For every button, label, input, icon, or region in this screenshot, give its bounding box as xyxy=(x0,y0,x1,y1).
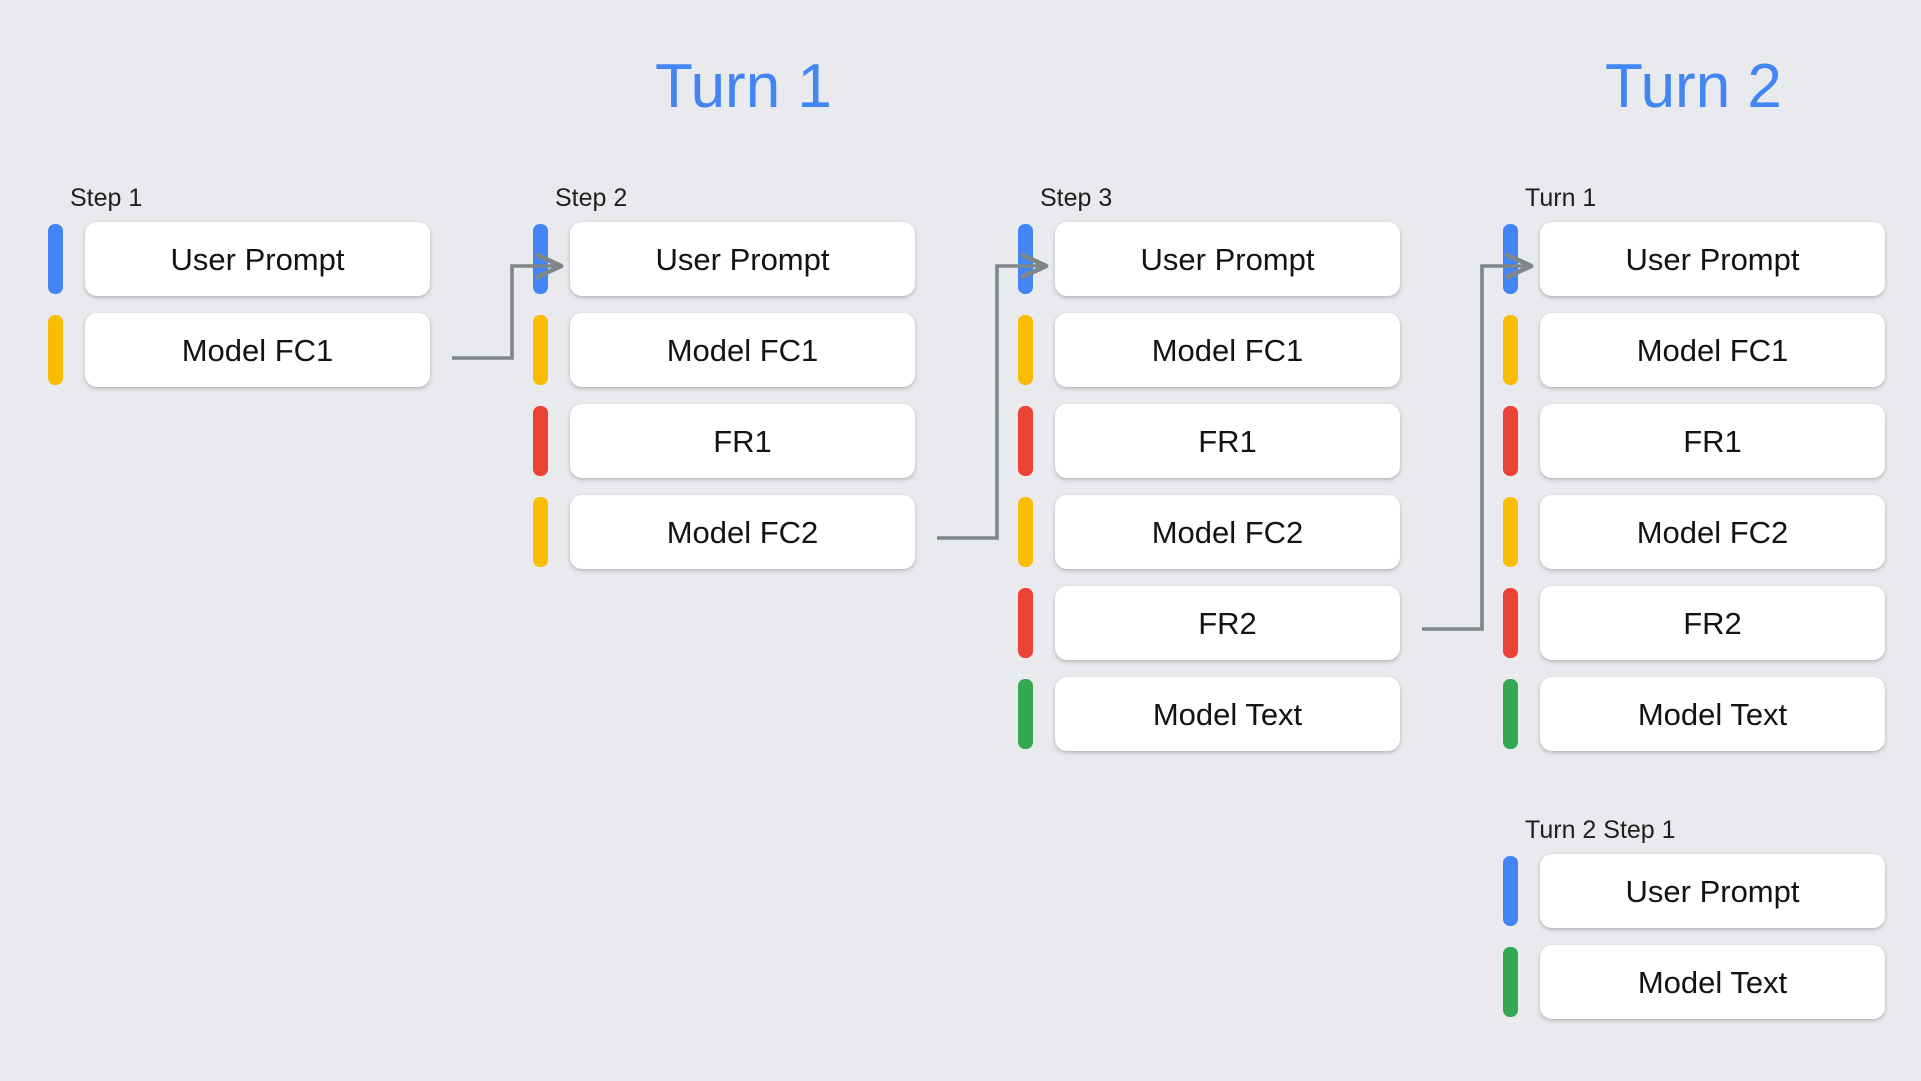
card-fr1[interactable]: FR1 xyxy=(1540,404,1885,478)
card-label: Model FC2 xyxy=(666,514,819,550)
card-label: User Prompt xyxy=(655,241,830,277)
card-label: Model FC2 xyxy=(1151,514,1304,550)
card-user-prompt[interactable]: User Prompt xyxy=(1540,854,1885,928)
card-label: User Prompt xyxy=(1625,873,1800,909)
role-bar-yellow-icon xyxy=(533,315,548,385)
role-bar-green-icon xyxy=(1503,679,1518,749)
role-bar-yellow-icon xyxy=(1503,315,1518,385)
role-bar-red-icon xyxy=(533,406,548,476)
card-user-prompt[interactable]: User Prompt xyxy=(570,222,915,296)
card-label: Model FC1 xyxy=(666,332,819,368)
column-label-turn-1: Turn 1 xyxy=(1525,184,1597,212)
card-model-fc2[interactable]: Model FC2 xyxy=(1055,495,1400,569)
role-bar-yellow-icon xyxy=(533,497,548,567)
card-fr2[interactable]: FR2 xyxy=(1055,586,1400,660)
card-model-text[interactable]: Model Text xyxy=(1540,945,1885,1019)
card-model-fc1[interactable]: Model FC1 xyxy=(570,313,915,387)
role-bar-yellow-icon xyxy=(1018,497,1033,567)
column-label-step-2: Step 2 xyxy=(555,184,628,212)
role-bar-red-icon xyxy=(1503,406,1518,476)
role-bar-yellow-icon xyxy=(48,315,63,385)
role-bar-yellow-icon xyxy=(1018,315,1033,385)
role-bar-blue-icon xyxy=(1503,856,1518,926)
role-bar-blue-icon xyxy=(48,224,63,294)
card-label: Model Text xyxy=(1152,696,1303,732)
card-fr1[interactable]: FR1 xyxy=(570,404,915,478)
card-label: Model FC2 xyxy=(1636,514,1789,550)
card-label: Model FC1 xyxy=(181,332,334,368)
card-fr2[interactable]: FR2 xyxy=(1540,586,1885,660)
card-user-prompt[interactable]: User Prompt xyxy=(85,222,430,296)
column-label-step-3: Step 3 xyxy=(1040,184,1113,212)
card-label: Model Text xyxy=(1637,964,1788,1000)
role-bar-blue-icon xyxy=(533,224,548,294)
card-label: User Prompt xyxy=(1140,241,1315,277)
card-label: Model FC1 xyxy=(1636,332,1789,368)
role-bar-red-icon xyxy=(1018,588,1033,658)
card-label: FR1 xyxy=(1683,423,1742,459)
role-bar-red-icon xyxy=(1018,406,1033,476)
role-bar-green-icon xyxy=(1018,679,1033,749)
card-model-fc2[interactable]: Model FC2 xyxy=(570,495,915,569)
card-fr1[interactable]: FR1 xyxy=(1055,404,1400,478)
card-label: Model Text xyxy=(1637,696,1788,732)
role-bar-green-icon xyxy=(1503,947,1518,1017)
card-model-text[interactable]: Model Text xyxy=(1540,677,1885,751)
turn-2-title: Turn 2 xyxy=(1605,52,1782,121)
card-model-fc1[interactable]: Model FC1 xyxy=(1055,313,1400,387)
card-label: FR2 xyxy=(1683,605,1742,641)
card-label: FR2 xyxy=(1198,605,1257,641)
role-bar-red-icon xyxy=(1503,588,1518,658)
card-label: FR1 xyxy=(713,423,772,459)
card-model-text[interactable]: Model Text xyxy=(1055,677,1400,751)
turn-1-title: Turn 1 xyxy=(655,52,832,121)
card-model-fc1[interactable]: Model FC1 xyxy=(1540,313,1885,387)
card-label: User Prompt xyxy=(1625,241,1800,277)
card-label: Model FC1 xyxy=(1151,332,1304,368)
column-label-turn-2-step-1: Turn 2 Step 1 xyxy=(1525,816,1676,844)
card-user-prompt[interactable]: User Prompt xyxy=(1055,222,1400,296)
role-bar-blue-icon xyxy=(1018,224,1033,294)
column-label-step-1: Step 1 xyxy=(70,184,143,212)
card-user-prompt[interactable]: User Prompt xyxy=(1540,222,1885,296)
card-label: FR1 xyxy=(1198,423,1257,459)
role-bar-yellow-icon xyxy=(1503,497,1518,567)
card-label: User Prompt xyxy=(170,241,345,277)
card-model-fc2[interactable]: Model FC2 xyxy=(1540,495,1885,569)
card-model-fc1[interactable]: Model FC1 xyxy=(85,313,430,387)
role-bar-blue-icon xyxy=(1503,224,1518,294)
